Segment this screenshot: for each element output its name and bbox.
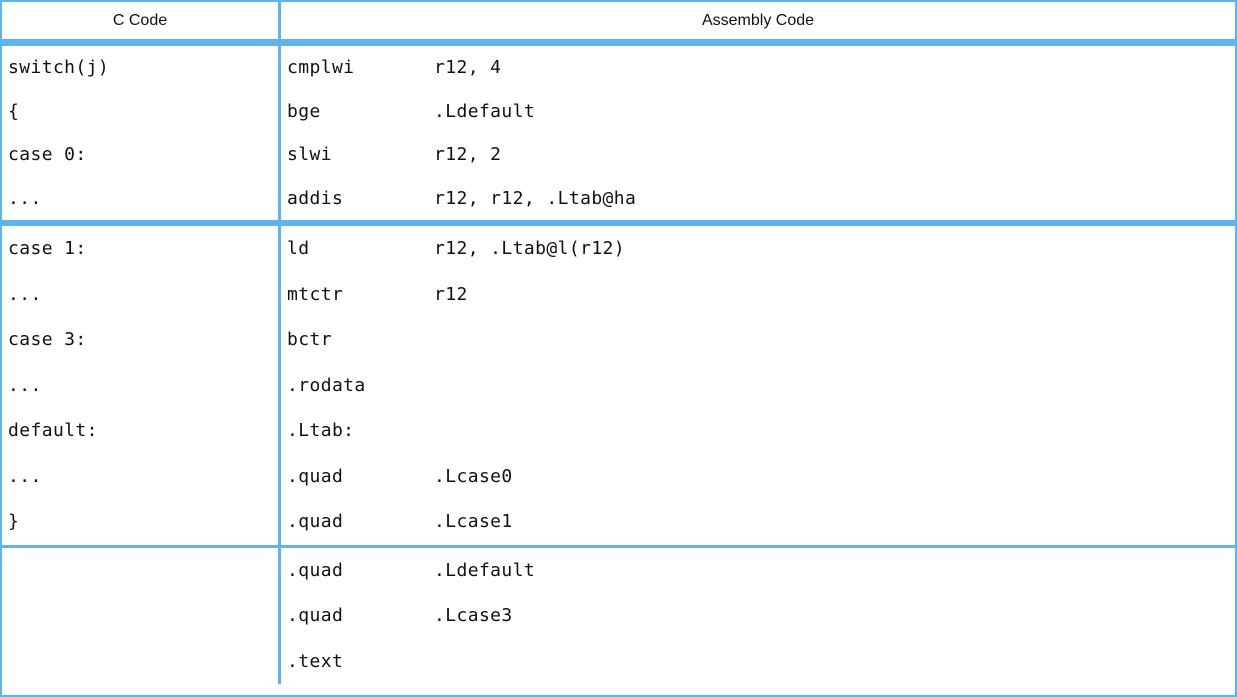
c-code-line: ...: [8, 374, 42, 396]
c-code-line: case 3:: [8, 329, 87, 351]
asm-mnemonic: bctr: [287, 329, 332, 351]
asm-mnemonic: ld: [287, 238, 310, 260]
table-section-table-tail: .quad .Ldefault .quad .Lcase3 .text: [2, 547, 1235, 685]
asm-mnemonic: mtctr: [287, 283, 344, 305]
asm-operands: r12, r12, .Ltab@ha: [434, 187, 637, 209]
asm-mnemonic: .rodata: [287, 374, 366, 396]
c-code-line: ...: [8, 465, 42, 487]
c-code-line: switch(j): [8, 57, 110, 79]
asm-line: .Ltab:: [281, 408, 1235, 454]
asm-mnemonic: slwi: [287, 144, 332, 166]
asm-mnemonic: addis: [287, 187, 344, 209]
c-code-line: }: [8, 511, 20, 533]
table-header-row: C Code Assembly Code: [2, 2, 1235, 41]
c-code-column: case 1: ... case 3: ... default: ... }: [2, 226, 281, 545]
table-section-cases: case 1: ... case 3: ... default: ... } l…: [2, 226, 1235, 545]
section-double-rule: [2, 220, 1235, 226]
asm-line: .text: [281, 639, 1235, 685]
c-code-line: [2, 639, 278, 685]
assembly-code-column: .quad .Ldefault .quad .Lcase3 .text: [281, 548, 1235, 685]
asm-line: .quad .Lcase3: [281, 593, 1235, 639]
asm-line: bge .Ldefault: [281, 90, 1235, 134]
asm-mnemonic: .quad: [287, 511, 344, 533]
asm-operands: r12, 2: [434, 144, 502, 166]
section-single-rule: [2, 544, 1235, 548]
asm-mnemonic: cmplwi: [287, 57, 355, 79]
asm-operands: .Ldefault: [434, 559, 536, 581]
asm-mnemonic: bge: [287, 100, 321, 122]
table-section-switch: switch(j) { case 0: ... cmplwi r12, 4 bg…: [2, 46, 1235, 220]
asm-operands: r12, .Ltab@l(r12): [434, 238, 626, 260]
c-code-line: ...: [8, 283, 42, 305]
assembly-code-column: cmplwi r12, 4 bge .Ldefault slwi r12, 2 …: [281, 46, 1235, 220]
c-code-line: {: [8, 100, 20, 122]
asm-operands: r12, 4: [434, 57, 502, 79]
asm-mnemonic: .quad: [287, 465, 344, 487]
asm-line: slwi r12, 2: [281, 133, 1235, 177]
table-header-c-code: C Code: [2, 2, 281, 39]
c-code-line: case 1:: [8, 238, 87, 260]
asm-line: .quad .Lcase1: [281, 499, 1235, 545]
table-header-assembly-code: Assembly Code: [701, 11, 815, 29]
c-code-line: [2, 593, 278, 639]
header-double-rule: [2, 41, 1235, 46]
c-code-line: ...: [8, 187, 42, 209]
asm-operands: .Lcase0: [434, 465, 513, 487]
asm-line: cmplwi r12, 4: [281, 46, 1235, 90]
asm-line: .quad .Lcase0: [281, 454, 1235, 500]
asm-operands: .Ldefault: [434, 100, 536, 122]
asm-line: .rodata: [281, 363, 1235, 409]
c-code-line: default:: [8, 420, 98, 442]
asm-line: mtctr r12: [281, 272, 1235, 318]
assembly-code-column: ld r12, .Ltab@l(r12) mtctr r12 bctr .rod…: [281, 226, 1235, 545]
asm-mnemonic: .quad: [287, 605, 344, 627]
asm-mnemonic: .text: [287, 650, 344, 672]
asm-line: ld r12, .Ltab@l(r12): [281, 226, 1235, 272]
c-code-column: switch(j) { case 0: ...: [2, 46, 281, 220]
asm-mnemonic: .quad: [287, 559, 344, 581]
asm-mnemonic: .Ltab:: [287, 420, 355, 442]
c-code-column: [2, 547, 281, 685]
c-code-line: case 0:: [8, 144, 87, 166]
asm-operands: .Lcase3: [434, 605, 513, 627]
asm-operands: .Lcase1: [434, 511, 513, 533]
c-code-line: [2, 548, 278, 594]
asm-line: addis r12, r12, .Ltab@ha: [281, 177, 1235, 221]
asm-line: .quad .Ldefault: [281, 548, 1235, 594]
asm-line: bctr: [281, 317, 1235, 363]
asm-operands: r12: [434, 283, 468, 305]
